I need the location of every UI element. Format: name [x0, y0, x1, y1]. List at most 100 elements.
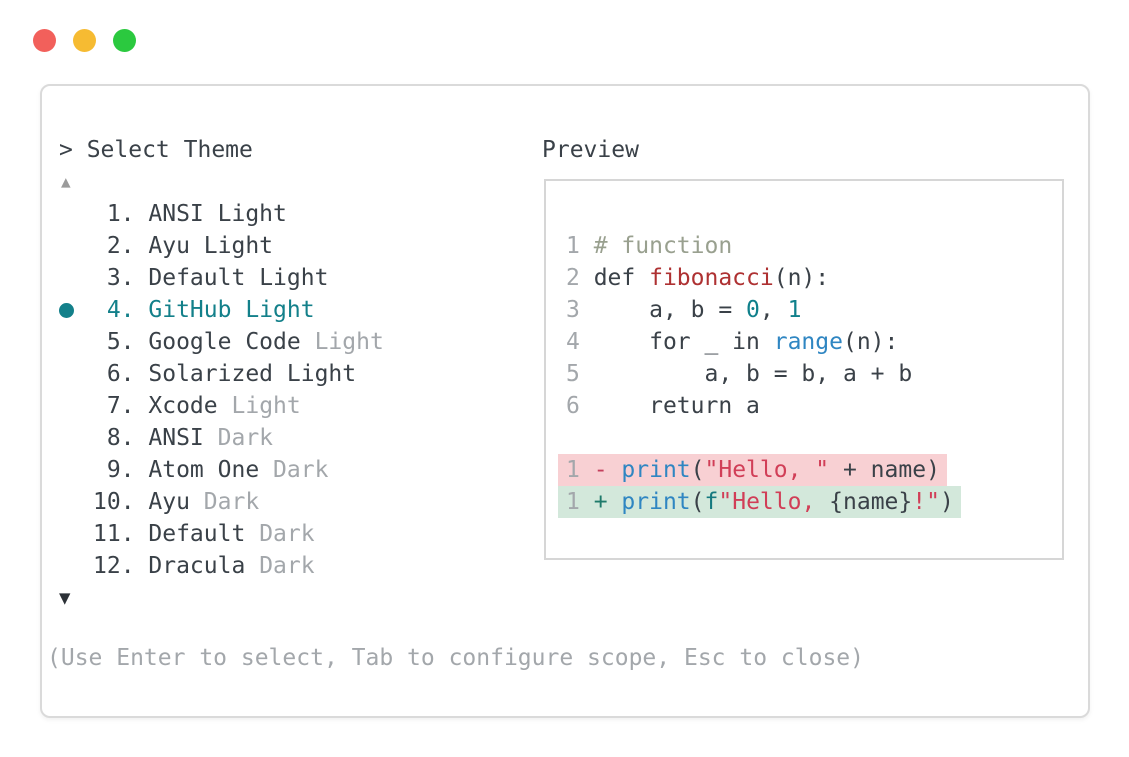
- item-name: Dracula: [148, 553, 246, 579]
- token: 0: [746, 297, 760, 323]
- theme-list-item[interactable]: 9. Atom One Dark: [59, 454, 384, 486]
- item-number: 12.: [93, 553, 135, 579]
- marker-space: [59, 550, 93, 582]
- token: 1: [566, 233, 594, 259]
- marker-space: [59, 518, 93, 550]
- marker-space: [59, 486, 93, 518]
- token: a, b =: [593, 297, 747, 323]
- token: !": [912, 489, 940, 515]
- token: (n):: [773, 265, 830, 291]
- code-line: 1 # function: [566, 230, 1062, 262]
- token: "Hello,: [718, 489, 830, 515]
- theme-list-item[interactable]: 7. Xcode Light: [59, 390, 384, 422]
- zoom-button[interactable]: [113, 29, 136, 52]
- item-variant: Light: [314, 329, 384, 355]
- code-line: 6 return a: [566, 390, 1062, 422]
- code-line: 2 def fibonacci(n):: [566, 262, 1062, 294]
- item-number: 8.: [106, 425, 135, 451]
- token: # function: [593, 233, 733, 259]
- token: 4: [566, 329, 594, 355]
- item-number: 7.: [106, 393, 135, 419]
- item-variant: Light: [259, 265, 329, 291]
- theme-list-item[interactable]: 10. Ayu Dark: [59, 486, 384, 518]
- token: def: [593, 265, 650, 291]
- token: fibonacci: [649, 265, 774, 291]
- theme-list-item[interactable]: 12. Dracula Dark: [59, 550, 384, 582]
- token: a, b = b, a + b: [593, 361, 913, 387]
- item-number: 1.: [106, 201, 135, 227]
- token: [135, 489, 149, 515]
- marker-space: [59, 326, 93, 358]
- token: 1: [566, 457, 594, 483]
- token: [245, 265, 259, 291]
- token: 1: [566, 489, 594, 515]
- diff-line-removed: 1 - print("Hello, " + name): [558, 454, 1062, 486]
- token: [245, 521, 259, 547]
- token: [135, 329, 149, 355]
- token: 6: [566, 393, 594, 419]
- token: for _ in: [593, 329, 774, 355]
- token: [135, 393, 149, 419]
- theme-list-item[interactable]: 8. ANSI Dark: [59, 422, 384, 454]
- item-variant: Dark: [273, 457, 329, 483]
- marker-space: [59, 390, 93, 422]
- token: return a: [593, 393, 760, 419]
- item-name: Ayu: [148, 233, 190, 259]
- token: [273, 361, 287, 387]
- item-number: 6.: [106, 361, 135, 387]
- token: print: [621, 457, 691, 483]
- item-name: Default: [148, 265, 246, 291]
- item-variant: Light: [203, 233, 274, 259]
- token: [259, 457, 273, 483]
- token: [135, 425, 149, 451]
- token: [135, 553, 149, 579]
- theme-list-item[interactable]: 3. Default Light: [59, 262, 384, 294]
- theme-list-item[interactable]: 6. Solarized Light: [59, 358, 384, 390]
- token: [190, 233, 204, 259]
- token: -: [593, 457, 622, 483]
- scroll-up-indicator[interactable]: ▲: [61, 172, 71, 191]
- item-variant: Light: [217, 201, 287, 227]
- theme-list-item[interactable]: 11. Default Dark: [59, 518, 384, 550]
- item-variant: Light: [286, 361, 357, 387]
- item-number: 10.: [93, 489, 135, 515]
- token: "Hello, ": [704, 457, 830, 483]
- item-variant: Light: [245, 297, 315, 323]
- footer-hint: (Use Enter to select, Tab to configure s…: [47, 645, 864, 671]
- item-number: 9.: [106, 457, 135, 483]
- item-number: 11.: [93, 521, 135, 547]
- item-number: 5.: [106, 329, 135, 355]
- token: [245, 553, 259, 579]
- close-button[interactable]: [33, 29, 56, 52]
- token: 5: [566, 361, 594, 387]
- minimize-button[interactable]: [73, 29, 96, 52]
- item-name: Google Code: [148, 329, 301, 355]
- scroll-down-indicator[interactable]: ▼: [59, 587, 71, 609]
- theme-list-item[interactable]: 1. ANSI Light: [59, 198, 384, 230]
- theme-list-item[interactable]: 4. GitHub Light: [59, 294, 384, 326]
- marker-space: [59, 454, 93, 486]
- item-name: Default: [148, 521, 246, 547]
- theme-list-item[interactable]: 2. Ayu Light: [59, 230, 384, 262]
- token: [135, 361, 149, 387]
- diff-highlight: 1 - print("Hello, " + name): [558, 454, 947, 486]
- dialog-title: > Select Theme: [59, 137, 253, 163]
- token: ): [939, 489, 954, 515]
- diff-highlight: 1 + print(f"Hello, {name}!"): [558, 486, 961, 518]
- marker-space: [59, 262, 93, 294]
- marker-space: [59, 422, 93, 454]
- theme-list-item[interactable]: 5. Google Code Light: [59, 326, 384, 358]
- item-variant: Dark: [259, 521, 315, 547]
- token: (: [690, 457, 705, 483]
- token: + name): [829, 457, 940, 483]
- item-number: 4.: [106, 297, 135, 323]
- item-number: 2.: [106, 233, 135, 259]
- item-name: Xcode: [148, 393, 218, 419]
- preview-label: Preview: [542, 137, 639, 163]
- window-controls: [33, 29, 136, 52]
- item-name: Ayu: [148, 489, 190, 515]
